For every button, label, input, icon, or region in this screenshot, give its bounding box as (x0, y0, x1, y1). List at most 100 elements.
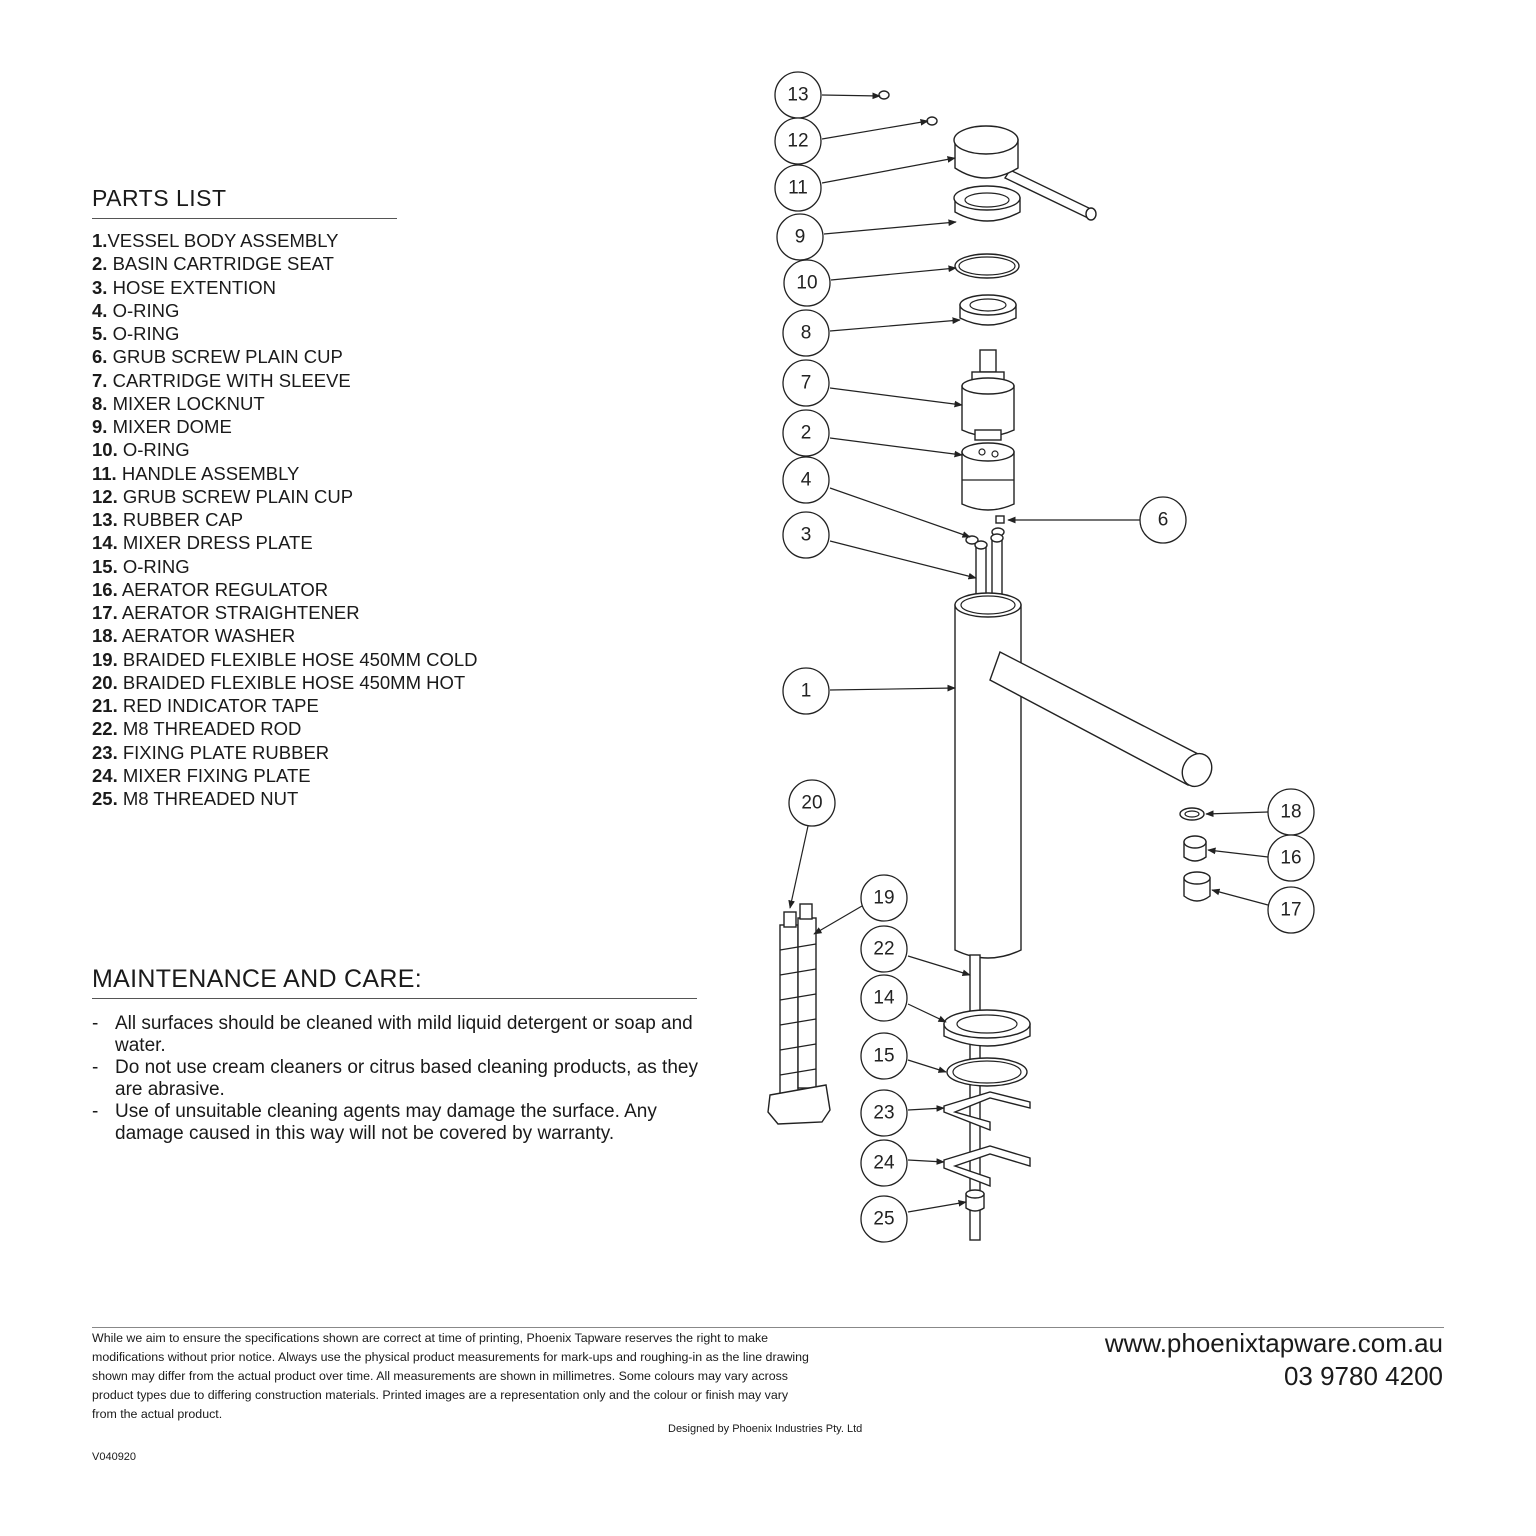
fixing-rubber-part (943, 1091, 1031, 1132)
locknut-part (959, 294, 1017, 326)
parts-list-item: 5. O-RING (92, 322, 478, 345)
callout-15: 15 (860, 1032, 908, 1080)
part-label: HOSE EXTENTION (107, 276, 277, 298)
parts-list-item: 9. MIXER DOME (92, 415, 478, 438)
aerator-straightener-part (1183, 871, 1211, 902)
part-label: VESSEL BODY ASSEMBLY (107, 230, 339, 251)
part-number: 17. (92, 602, 118, 623)
callout-label: 18 (1280, 802, 1301, 823)
bullet-dash: - (92, 1057, 99, 1078)
part-number: 9. (92, 416, 108, 437)
parts-list-item: 15. O-RING (92, 555, 478, 578)
mixer-dome-part (953, 185, 1021, 222)
callout-17: 17 (1267, 886, 1315, 934)
parts-list-item: 19. BRAIDED FLEXIBLE HOSE 450MM COLD (92, 648, 478, 671)
parts-list-item: 2. BASIN CARTRIDGE SEAT (92, 252, 478, 275)
part-number: 18. (92, 625, 118, 647)
designed-by: Designed by Phoenix Industries Pty. Ltd (668, 1423, 863, 1435)
parts-list-item: 8. MIXER LOCKNUT (92, 392, 478, 415)
part-number: 1. (92, 230, 108, 251)
maintenance-title: MAINTENANCE AND CARE: (92, 965, 422, 993)
parts-list-item: 1.VESSEL BODY ASSEMBLY (92, 229, 478, 252)
part-label: AERATOR REGULATOR (117, 578, 329, 600)
part-label: O-RING (117, 439, 190, 461)
maintenance-text: Do not use cream cleaners or citrus base… (115, 1057, 698, 1100)
callout-4: 4 (782, 456, 830, 504)
parts-list-item: 6. GRUB SCREW PLAIN CUP (92, 345, 478, 368)
callout-label: 24 (873, 1153, 895, 1174)
part-number: 6. (92, 346, 108, 368)
callout-label: 20 (801, 793, 822, 814)
maintenance-text: All surfaces should be cleaned with mild… (115, 1013, 693, 1056)
part-number: 16. (92, 578, 118, 600)
part-number: 8. (92, 392, 108, 414)
aerator-regulator-part (1183, 835, 1207, 862)
fixing-plate-part (943, 1145, 1031, 1188)
part-number: 4. (92, 299, 108, 321)
part-number: 7. (92, 369, 108, 391)
callout-label: 16 (1280, 848, 1301, 869)
part-label: O-RING (107, 299, 180, 321)
part-label: BRAIDED FLEXIBLE HOSE 450MM COLD (117, 648, 478, 670)
callout-22: 22 (860, 925, 908, 973)
part-number: 2. (92, 253, 108, 275)
callout-label: 7 (801, 373, 812, 394)
callout-13: 13 (774, 71, 822, 119)
parts-list-item: 11. HANDLE ASSEMBLY (92, 462, 478, 485)
parts-list-item: 20. BRAIDED FLEXIBLE HOSE 450MM HOT (92, 671, 478, 694)
parts-list-item: 3. HOSE EXTENTION (92, 276, 478, 299)
part-label: CARTRIDGE WITH SLEEVE (107, 369, 351, 391)
leader-lines (788, 92, 1269, 1213)
parts-list-item: 25. M8 THREADED NUT (92, 787, 478, 810)
part-number: 19. (92, 648, 118, 670)
callout-label: 9 (795, 227, 806, 248)
part-number: 21. (92, 695, 118, 716)
part-number: 12. (92, 485, 118, 507)
disclaimer-text: While we aim to ensure the specification… (92, 1331, 809, 1421)
braided-hoses-part (767, 903, 831, 1125)
part-label: GRUB SCREW PLAIN CUP (107, 346, 343, 368)
callout-label: 1 (801, 681, 812, 702)
parts-list-item: 21. RED INDICATOR TAPE (92, 694, 478, 717)
bullet-dash: - (92, 1101, 99, 1122)
callout-25: 25 (860, 1195, 908, 1243)
callout-label: 12 (787, 131, 808, 152)
grub-screw-part (926, 116, 938, 126)
part-label: AERATOR WASHER (117, 625, 296, 647)
part-label: RED INDICATOR TAPE (117, 695, 319, 716)
tap-drawing (767, 90, 1213, 1241)
phone-number: 03 9780 4200 (1283, 1361, 1443, 1391)
part-label: HANDLE ASSEMBLY (116, 462, 300, 484)
part-number: 20. (92, 671, 118, 693)
part-label: M8 THREADED NUT (117, 788, 299, 809)
callout-label: 4 (801, 470, 812, 491)
parts-list-item: 17. AERATOR STRAIGHTENER (92, 601, 478, 624)
part-label: MIXER DRESS PLATE (117, 532, 313, 554)
parts-list-item: 14. MIXER DRESS PLATE (92, 531, 478, 554)
callout-20: 20 (788, 779, 836, 827)
part-label: BRAIDED FLEXIBLE HOSE 450MM HOT (117, 671, 466, 693)
maintenance-item: -All surfaces should be cleaned with mil… (92, 1013, 702, 1057)
callout-label: 13 (787, 85, 808, 106)
dress-plate-part (943, 1009, 1031, 1047)
parts-list-title: PARTS LIST (92, 185, 227, 211)
vessel-body-part (954, 592, 1213, 959)
callout-6: 6 (1139, 496, 1187, 544)
website-link[interactable]: www.phoenixtapware.com.au (1104, 1328, 1443, 1358)
callout-label: 3 (801, 525, 812, 546)
part-number: 3. (92, 276, 108, 298)
part-label: BASIN CARTRIDGE SEAT (107, 253, 334, 275)
part-label: MIXER LOCKNUT (107, 392, 265, 414)
callout-label: 25 (873, 1209, 894, 1230)
part-number: 11. (92, 462, 117, 484)
maintenance-item: -Do not use cream cleaners or citrus bas… (92, 1057, 702, 1101)
callout-label: 23 (873, 1103, 894, 1124)
callout-3: 3 (782, 511, 830, 559)
callout-23: 23 (860, 1089, 908, 1137)
callout-label: 8 (801, 323, 812, 344)
bullet-dash: - (92, 1013, 99, 1034)
callout-label: 15 (873, 1046, 894, 1067)
callout-14: 14 (860, 974, 908, 1022)
